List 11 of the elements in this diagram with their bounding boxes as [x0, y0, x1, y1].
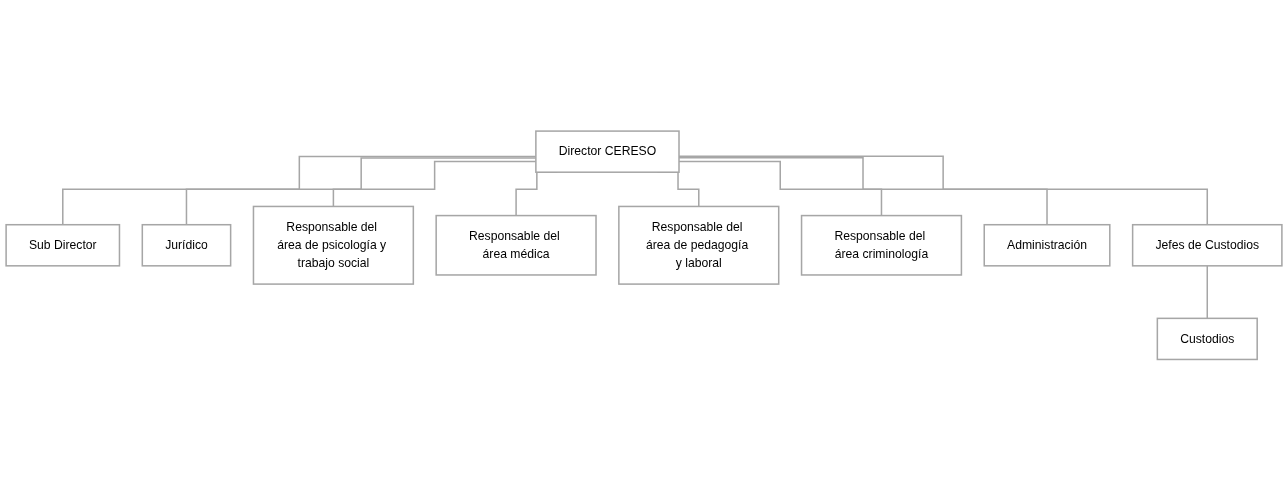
node-box: Responsable del área de pedagogía y laboral: [618, 205, 780, 285]
node-box: Responsable del área criminología: [800, 214, 963, 276]
node-box: Jurídico: [141, 223, 232, 267]
node-box: Administración: [983, 223, 1111, 267]
node-box: Responsable del área médica: [435, 214, 597, 276]
node-box: Sub Director: [5, 223, 121, 267]
node-box: Responsable del área de psicología y trabajo social: [252, 205, 415, 285]
node-box: Custodios: [1156, 317, 1258, 360]
connector: [1206, 264, 1208, 319]
node-box: Jefes de Custodios: [1131, 223, 1283, 267]
node-box: Director CERESO: [535, 130, 680, 173]
